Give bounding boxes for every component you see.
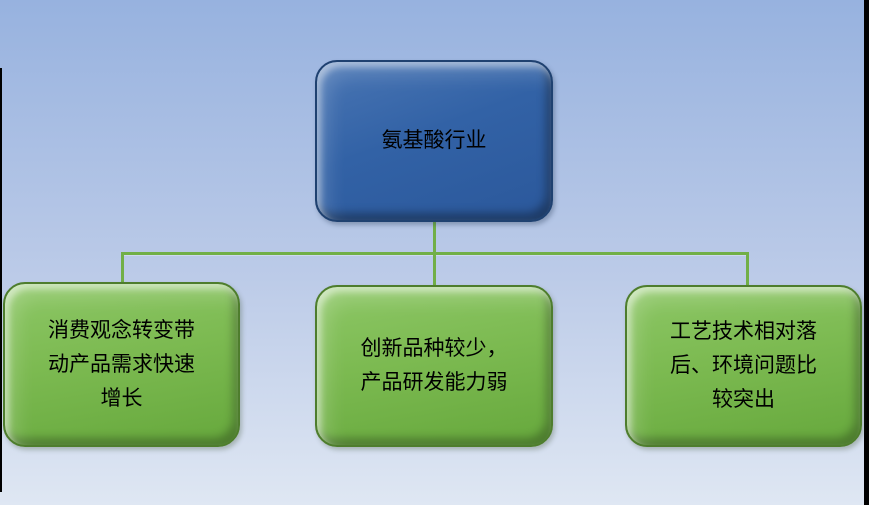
connector-drop-left <box>121 252 124 283</box>
child-node-technology-environment: 工艺技术相对落 后、环境问题比 较突出 <box>625 285 862 447</box>
connector-drop-right <box>746 252 749 287</box>
connector-root-stem <box>433 221 436 254</box>
root-node-amino-acid-industry: 氨基酸行业 <box>315 60 553 222</box>
child-node-label: 消费观念转变带 动产品需求快速 增长 <box>48 318 195 410</box>
child-node-label: 工艺技术相对落 后、环境问题比 较突出 <box>670 320 817 411</box>
left-edge-strip <box>0 68 2 492</box>
connector-drop-middle <box>433 252 436 287</box>
child-node-consumer-demand: 消费观念转变带 动产品需求快速 增长 <box>3 282 240 447</box>
right-edge-strip <box>864 0 869 505</box>
root-node-label: 氨基酸行业 <box>381 129 487 152</box>
child-node-label: 创新品种较少， 产品研发能力弱 <box>360 337 508 394</box>
child-node-innovation-weak: 创新品种较少， 产品研发能力弱 <box>315 285 553 447</box>
